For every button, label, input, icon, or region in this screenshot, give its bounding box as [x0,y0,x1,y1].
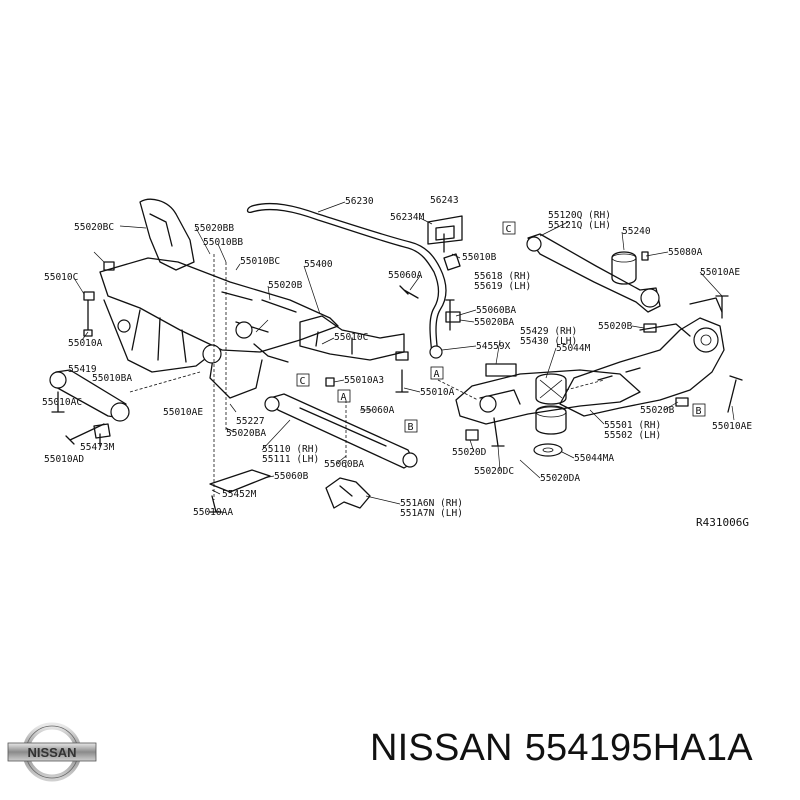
part-label: 55020DC [474,466,514,477]
part-label: 54559X [476,341,511,352]
part-label: 55429 (RH) [520,326,577,337]
part-label: 55618 (RH) [474,271,531,282]
callout-boxes: A A B B C C [296,221,706,433]
spring-seat [611,251,649,285]
part-label: 55010AE [700,267,740,278]
part-label: 55502 (LH) [604,430,661,441]
part-label: 55010AD [44,454,84,465]
part-label: 55060A [388,270,423,281]
part-label: 55020D [452,447,487,458]
lower-link [264,393,418,470]
part-number: 554195HA1A [524,727,753,769]
callout-c-2: C [506,224,512,235]
diagram-reference-code: R431006G [696,516,749,529]
part-label: 55010A3 [344,375,384,386]
part-label: 55010B [462,252,497,263]
part-label: 55010BB [203,237,243,248]
nissan-logo: NISSAN [7,722,97,782]
part-label: 56230 [345,196,374,207]
part-label: 55120Q (RH) [548,210,611,221]
part-label: 55010BA [92,373,132,384]
part-label: 55452M [222,489,257,500]
part-title: NISSAN 554195HA1A [370,708,753,788]
part-label: 55010AE [712,421,752,432]
part-label: 55060A [360,405,395,416]
part-label: 55400 [304,259,333,270]
part-labels: 55020BC 55020BB 55010BB 55010BC 55400 55… [42,195,752,519]
logo-wordmark: NISSAN [27,745,76,760]
leader-lines [73,201,735,505]
callout-a-2: A [434,369,440,380]
part-label: 55010AE [163,407,203,418]
part-label: 55111 (LH) [262,454,319,465]
part-label: 55227 [236,416,265,427]
part-label: 55473M [80,442,115,453]
arm-bushings [533,373,567,457]
part-label: 55020BC [74,222,114,233]
part-label: 55501 (RH) [604,420,661,431]
callout-a-1: A [341,392,347,403]
part-label: 55419 [68,364,97,375]
part-label: 55020BA [226,428,266,439]
rear-knuckle [559,297,725,417]
part-label: 55020BA [474,317,514,328]
brand-name: NISSAN [370,727,513,769]
part-label: 55010BC [240,256,280,267]
stabilizer-bar [246,202,463,359]
lower-brackets [209,469,371,513]
part-label: 55020BB [194,223,234,234]
part-label: 55060BA [476,305,516,316]
part-label: 55010AC [42,397,82,408]
part-label: 551A7N (LH) [400,508,463,519]
part-label: 55044M [556,343,591,354]
part-label: 55430 (LH) [520,336,577,347]
part-label: 55010A [68,338,103,349]
part-label: 55010C [44,272,78,283]
part-label: 55020B [640,405,675,416]
part-label: 551A6N (RH) [400,498,463,509]
part-label: 56243 [430,195,459,206]
part-label: 55240 [622,226,651,237]
upper-link [526,233,661,313]
part-label: 55121Q (LH) [548,220,611,231]
part-label: 55010C [334,332,368,343]
part-label: 55110 (RH) [262,444,319,455]
right-fasteners [325,295,743,413]
callout-b-2: B [696,406,702,417]
part-label: 55060BA [324,459,364,470]
callout-b-1: B [408,422,414,433]
part-label: 55080A [668,247,703,258]
part-label: 55010AA [193,507,233,518]
left-fasteners [49,261,130,447]
part-label: 55010A [420,387,455,398]
part-label: 55619 (LH) [474,281,531,292]
part-label: 55044MA [574,453,614,464]
part-label: 55020B [598,321,633,332]
part-label: 56234M [390,212,425,223]
rear-subframe [99,198,405,500]
part-label: 55020DA [540,473,580,484]
part-label: 55060B [274,471,309,482]
part-label: 55020B [268,280,303,291]
callout-c-1: C [300,376,306,387]
